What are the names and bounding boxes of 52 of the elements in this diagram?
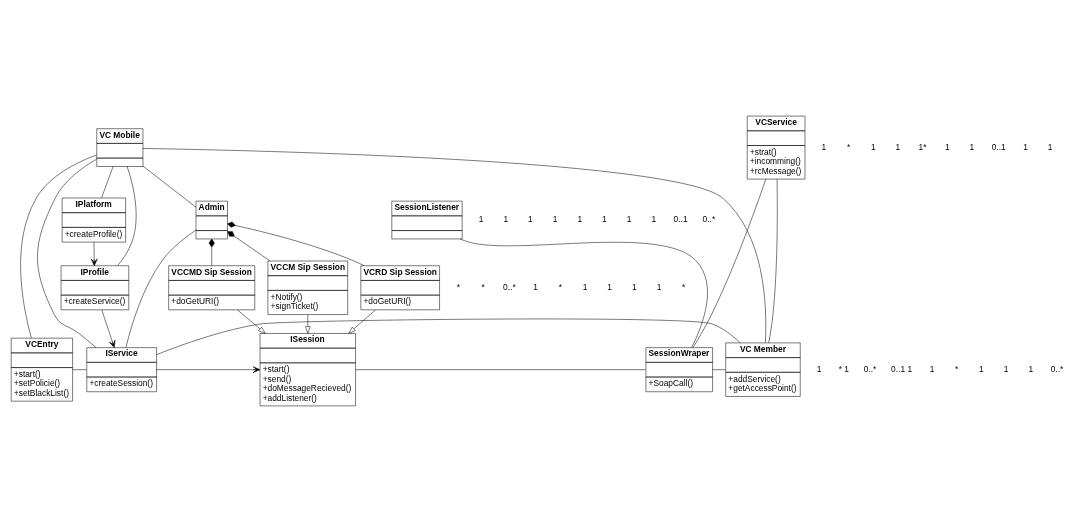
label: 1 (626, 213, 632, 224)
label: 0..1 1 (891, 363, 913, 374)
label: * (955, 363, 959, 374)
label: 0..* (503, 281, 516, 292)
label: 1 (607, 281, 613, 292)
label: 1 (503, 213, 509, 224)
label: 1 (870, 141, 876, 152)
label: * 1 (838, 363, 849, 374)
arrow (156, 365, 261, 373)
connector (72, 368, 87, 370)
label: 1 (816, 363, 822, 374)
label: 0..* (702, 213, 716, 224)
arrow (101, 309, 116, 348)
label: 1 (821, 141, 827, 152)
label: 1 (929, 363, 935, 374)
arrow (348, 309, 376, 334)
label: 1 (979, 363, 984, 374)
label: 1* (918, 141, 927, 152)
label: 1 (1023, 141, 1028, 152)
connector (227, 221, 365, 266)
label: 1 (651, 213, 657, 224)
label: 1 (1003, 363, 1009, 374)
label: * (846, 141, 851, 152)
label: 0..1 (991, 141, 1006, 152)
connector (125, 229, 197, 348)
label: 1 (1047, 141, 1053, 152)
label: 1 (577, 213, 583, 224)
label: 1 (969, 141, 975, 152)
arrow (305, 314, 311, 334)
label: 1 (552, 213, 558, 224)
label: 1 (602, 213, 607, 224)
label: 1 (478, 213, 484, 224)
label: 1 (528, 213, 533, 224)
arrow (90, 241, 98, 266)
connector (227, 230, 271, 261)
label: 0..1 (673, 213, 688, 224)
label: * (481, 281, 485, 292)
arrow (237, 309, 266, 334)
label: 1 (944, 141, 950, 152)
label: 1 (1028, 363, 1034, 374)
label: 0..* (863, 363, 877, 374)
label: 1 (656, 281, 662, 292)
label: 1 (895, 141, 901, 152)
label: 0..* (1050, 363, 1064, 374)
connector (208, 238, 215, 266)
label: * (682, 281, 686, 292)
label: * (558, 281, 562, 292)
label: 1 (632, 281, 637, 292)
connector (156, 318, 741, 355)
label: 1 (533, 281, 538, 292)
label: 1 (582, 281, 588, 292)
label: * (456, 281, 461, 292)
